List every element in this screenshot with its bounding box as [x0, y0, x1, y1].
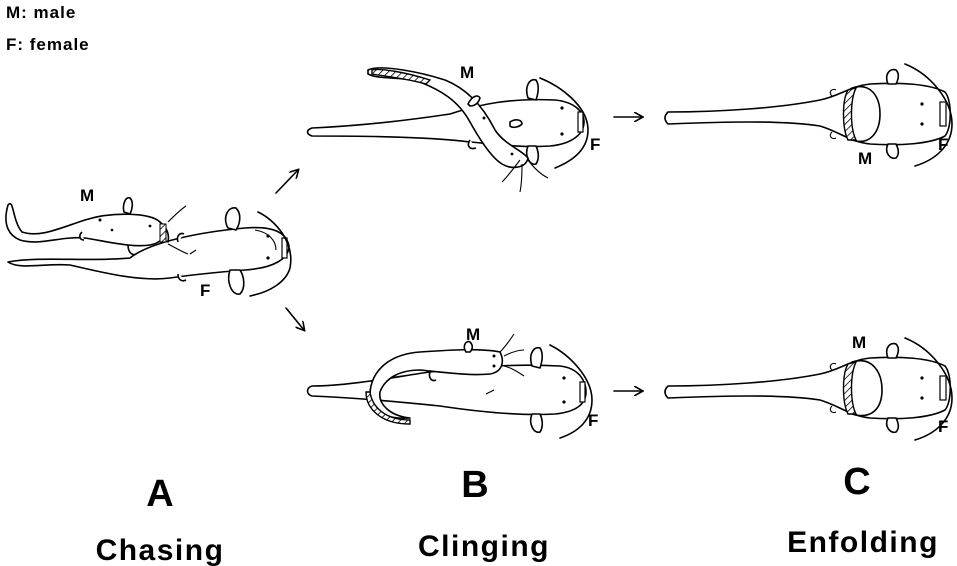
legend-female: F: female: [6, 35, 90, 54]
legend-male: M: male: [6, 3, 76, 22]
label-male-enfolding-lower: M: [852, 333, 866, 352]
label-male-enfolding-upper: M: [858, 149, 872, 168]
label-male-clinging-upper: M: [460, 63, 474, 82]
label-female-enfolding-lower: F: [938, 417, 948, 436]
chasing-illustration: [6, 198, 291, 296]
label-female-clinging-lower: F: [588, 411, 598, 430]
arrow-to-lower-clinging: [286, 308, 304, 330]
label-female-clinging-upper: F: [590, 135, 600, 154]
stage-caption-clinging: Clinging: [418, 530, 550, 563]
stage-letter-c: C: [843, 461, 870, 503]
arrow-to-upper-clinging: [276, 170, 298, 193]
label-female-enfolding-upper: F: [938, 135, 948, 154]
label-male-chasing: M: [80, 186, 94, 205]
enfolding-illustration-lower: [665, 338, 952, 440]
stage-letter-a: A: [146, 473, 173, 515]
enfolding-illustration-upper: [665, 64, 952, 166]
stage-caption-enfolding: Enfolding: [787, 526, 939, 559]
label-female-chasing: F: [200, 281, 210, 300]
stage-caption-chasing: Chasing: [96, 534, 225, 566]
clinging-illustration-upper: [308, 68, 589, 192]
clinging-illustration-lower: [308, 334, 593, 438]
label-male-clinging-lower: M: [466, 325, 480, 344]
stage-letter-b: B: [461, 464, 488, 506]
